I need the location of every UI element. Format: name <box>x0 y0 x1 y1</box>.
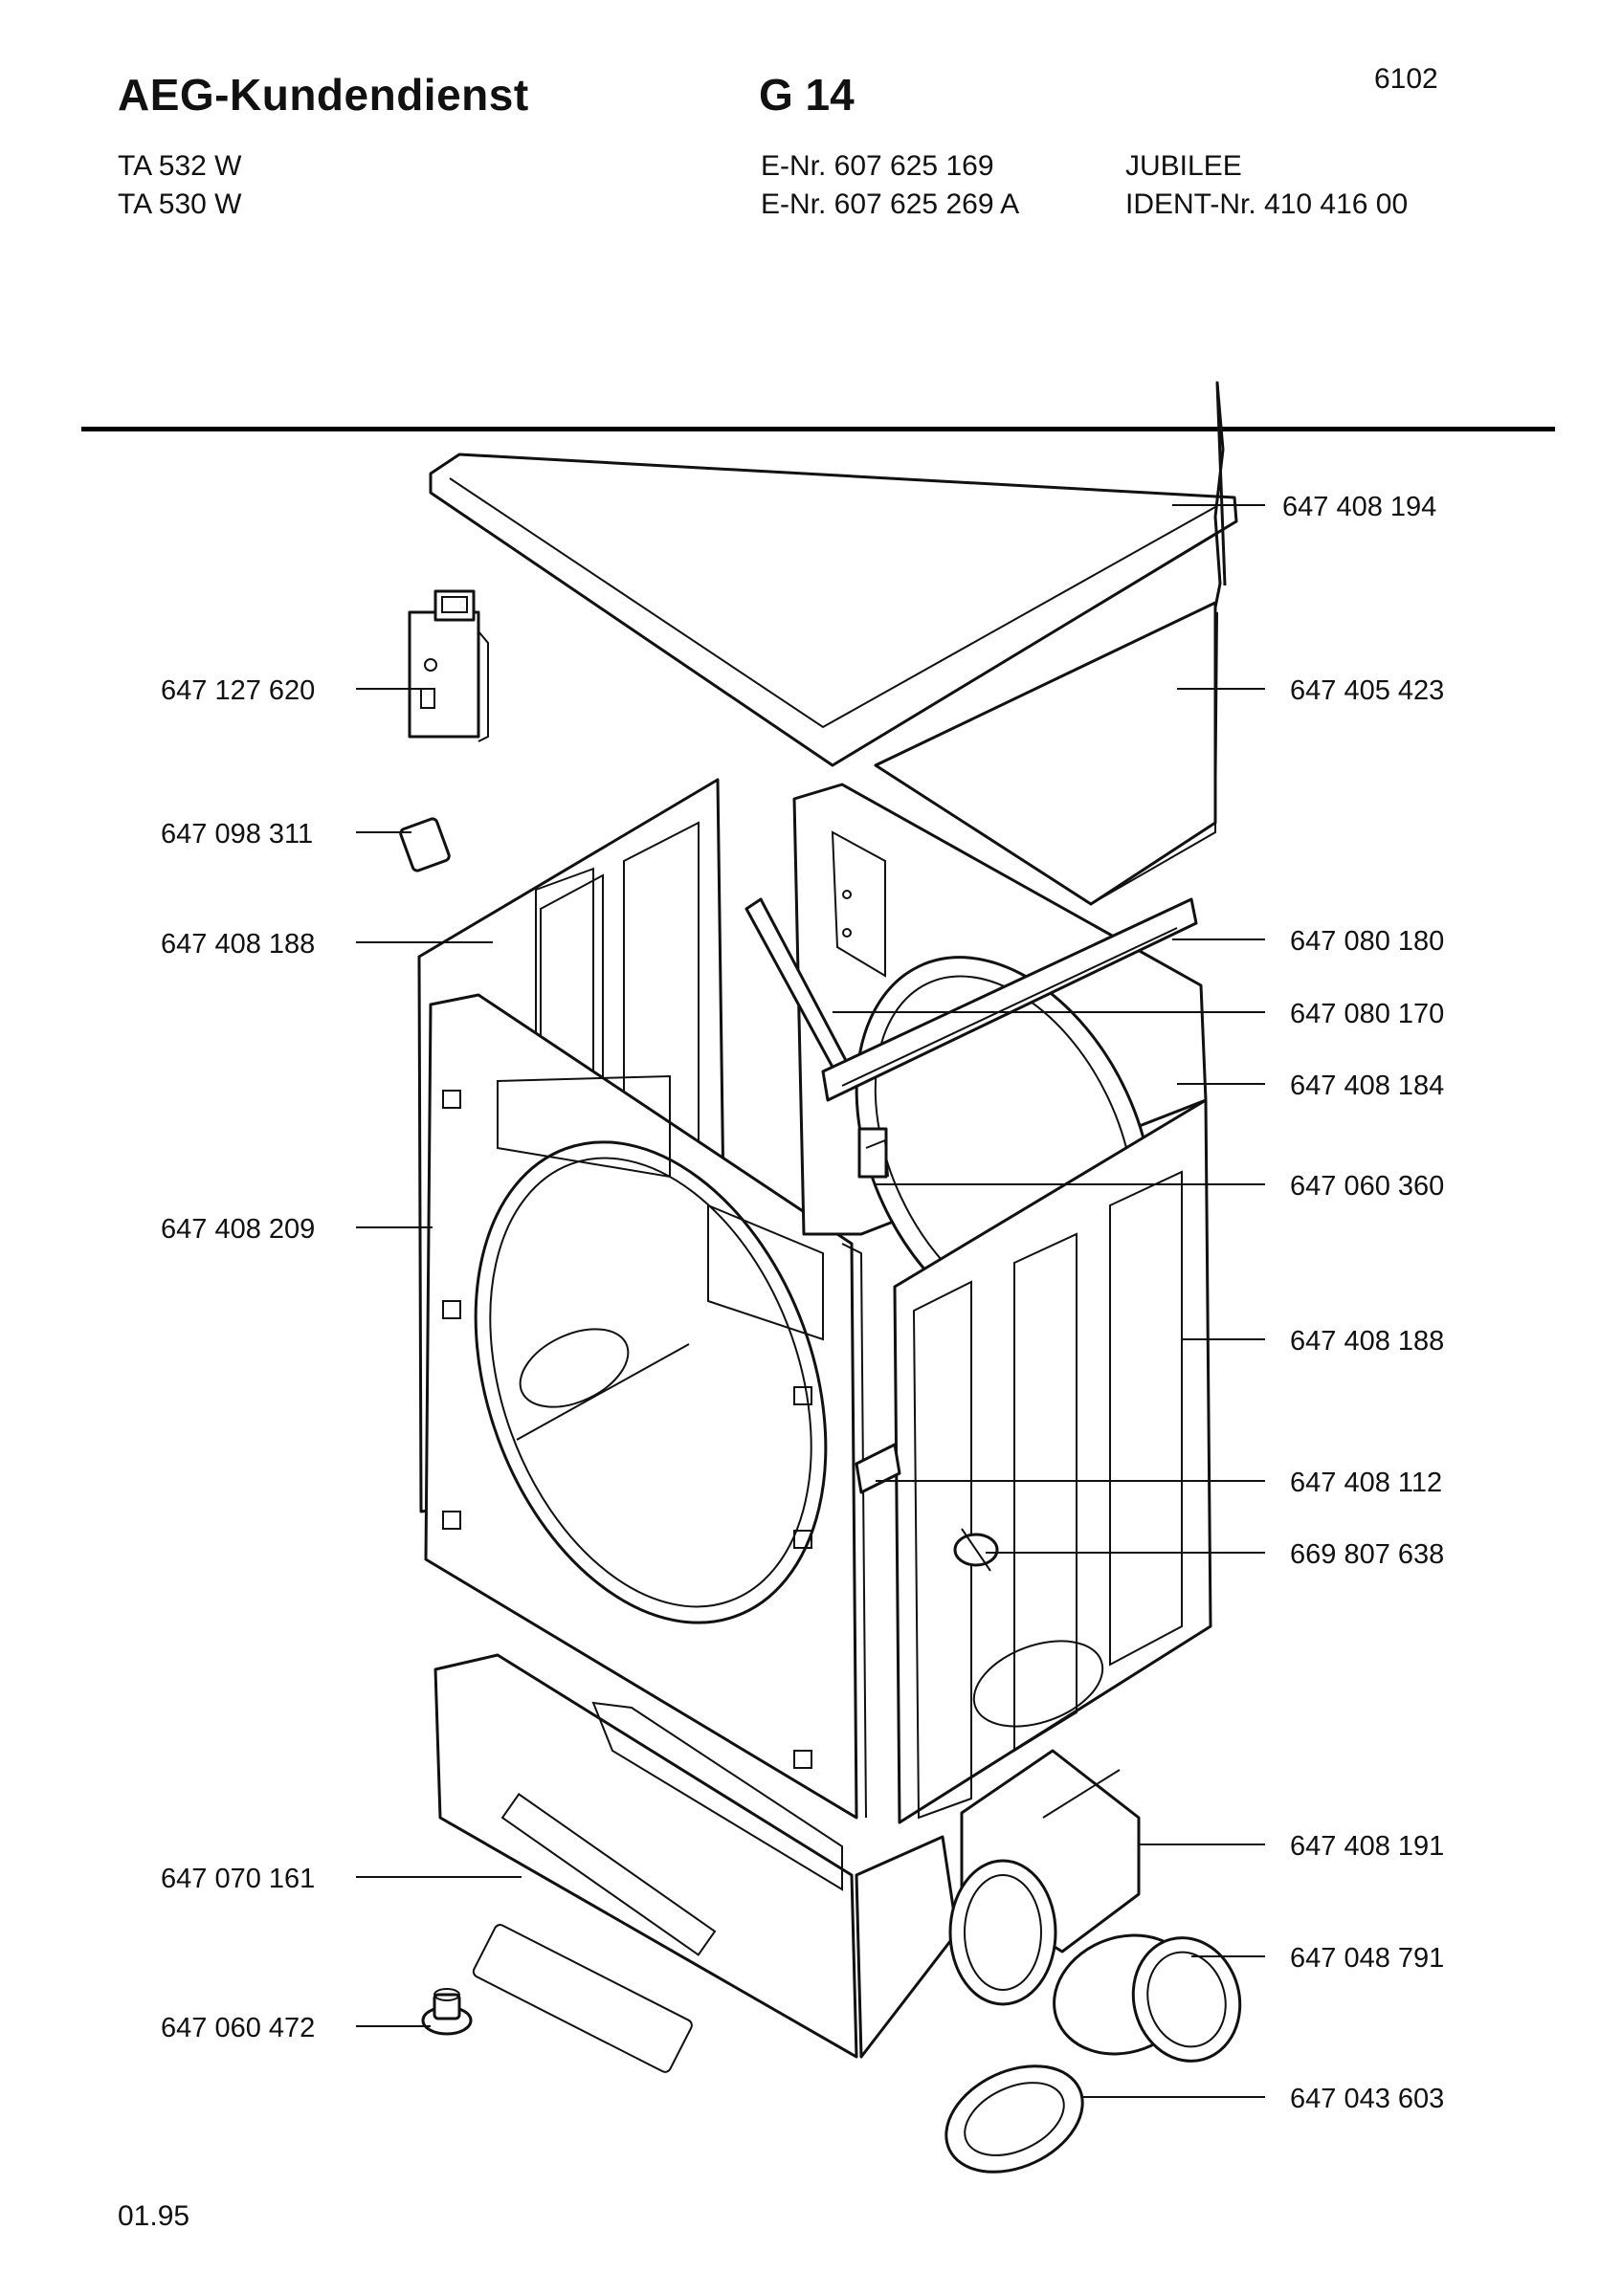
fastener <box>953 1528 999 1572</box>
enr-2: E-Nr. 607 625 269 A <box>761 188 1020 220</box>
enr-1: E-Nr. 607 625 169 <box>761 150 994 182</box>
part-label: 647 098 311 <box>161 819 313 850</box>
part-labels-right: 647 408 194 647 405 423 647 080 180 647 … <box>1282 492 1444 2114</box>
filter-gasket <box>500 1793 717 1956</box>
part-label: 647 048 791 <box>1290 1943 1444 1974</box>
group-code: G 14 <box>759 70 855 120</box>
part-label: 647 060 360 <box>1290 1171 1444 1202</box>
brand-title: AEG-Kundendienst <box>118 70 529 120</box>
part-label: 647 060 472 <box>161 2013 315 2043</box>
part-label: 669 807 638 <box>1290 1539 1444 1570</box>
part-label: 647 127 620 <box>161 675 315 706</box>
part-label: 647 408 194 <box>1282 492 1436 522</box>
part-label: 647 408 188 <box>1290 1326 1444 1357</box>
cross-rail <box>821 897 1198 1102</box>
part-label: 647 408 188 <box>161 929 315 960</box>
foot <box>421 1988 473 2036</box>
model-1: TA 532 W <box>118 150 242 182</box>
ident-2: IDENT-Nr. 410 416 00 <box>1125 188 1409 220</box>
part-label: 647 070 161 <box>161 1864 315 1894</box>
door-switch <box>408 589 489 742</box>
ident-list: JUBILEE IDENT-Nr. 410 416 00 <box>1125 147 1408 224</box>
ident-1: JUBILEE <box>1125 150 1242 182</box>
top-cover <box>429 453 1238 767</box>
part-label: 647 080 180 <box>1290 926 1444 957</box>
part-label: 647 408 184 <box>1290 1071 1444 1101</box>
leaders-right <box>833 504 1265 2098</box>
right-side-panel <box>893 1098 1212 1824</box>
part-label: 647 080 170 <box>1290 999 1444 1029</box>
oval-seal <box>944 2064 1084 2174</box>
footer-date-code: 01.95 <box>118 2200 190 2232</box>
part-label: 647 408 112 <box>1290 1468 1442 1498</box>
leaders-left <box>356 688 522 2027</box>
hinge <box>855 1443 901 1494</box>
part-label: 647 043 603 <box>1290 2084 1444 2114</box>
part-label: 647 408 209 <box>161 1214 315 1245</box>
header-rule <box>81 427 1555 431</box>
part-label: 647 405 423 <box>1290 675 1444 706</box>
clip <box>399 817 451 872</box>
model-2: TA 530 W <box>118 188 242 220</box>
rear-panel <box>874 381 1227 906</box>
hose-sleeve <box>1053 1933 1242 2063</box>
page-code: 6102 <box>1374 63 1438 95</box>
part-labels-left: 647 127 620 647 098 311 647 408 188 647 … <box>161 675 315 2043</box>
enr-list: E-Nr. 607 625 169 E-Nr. 607 625 269 A <box>761 147 1019 224</box>
part-label: 647 408 191 <box>1290 1831 1444 1862</box>
bracket <box>857 1127 889 1179</box>
oval-duct <box>948 1859 1057 2006</box>
base-tray <box>433 1653 959 2073</box>
front-panel <box>424 993 867 1820</box>
model-list: TA 532 W TA 530 W <box>118 147 242 224</box>
